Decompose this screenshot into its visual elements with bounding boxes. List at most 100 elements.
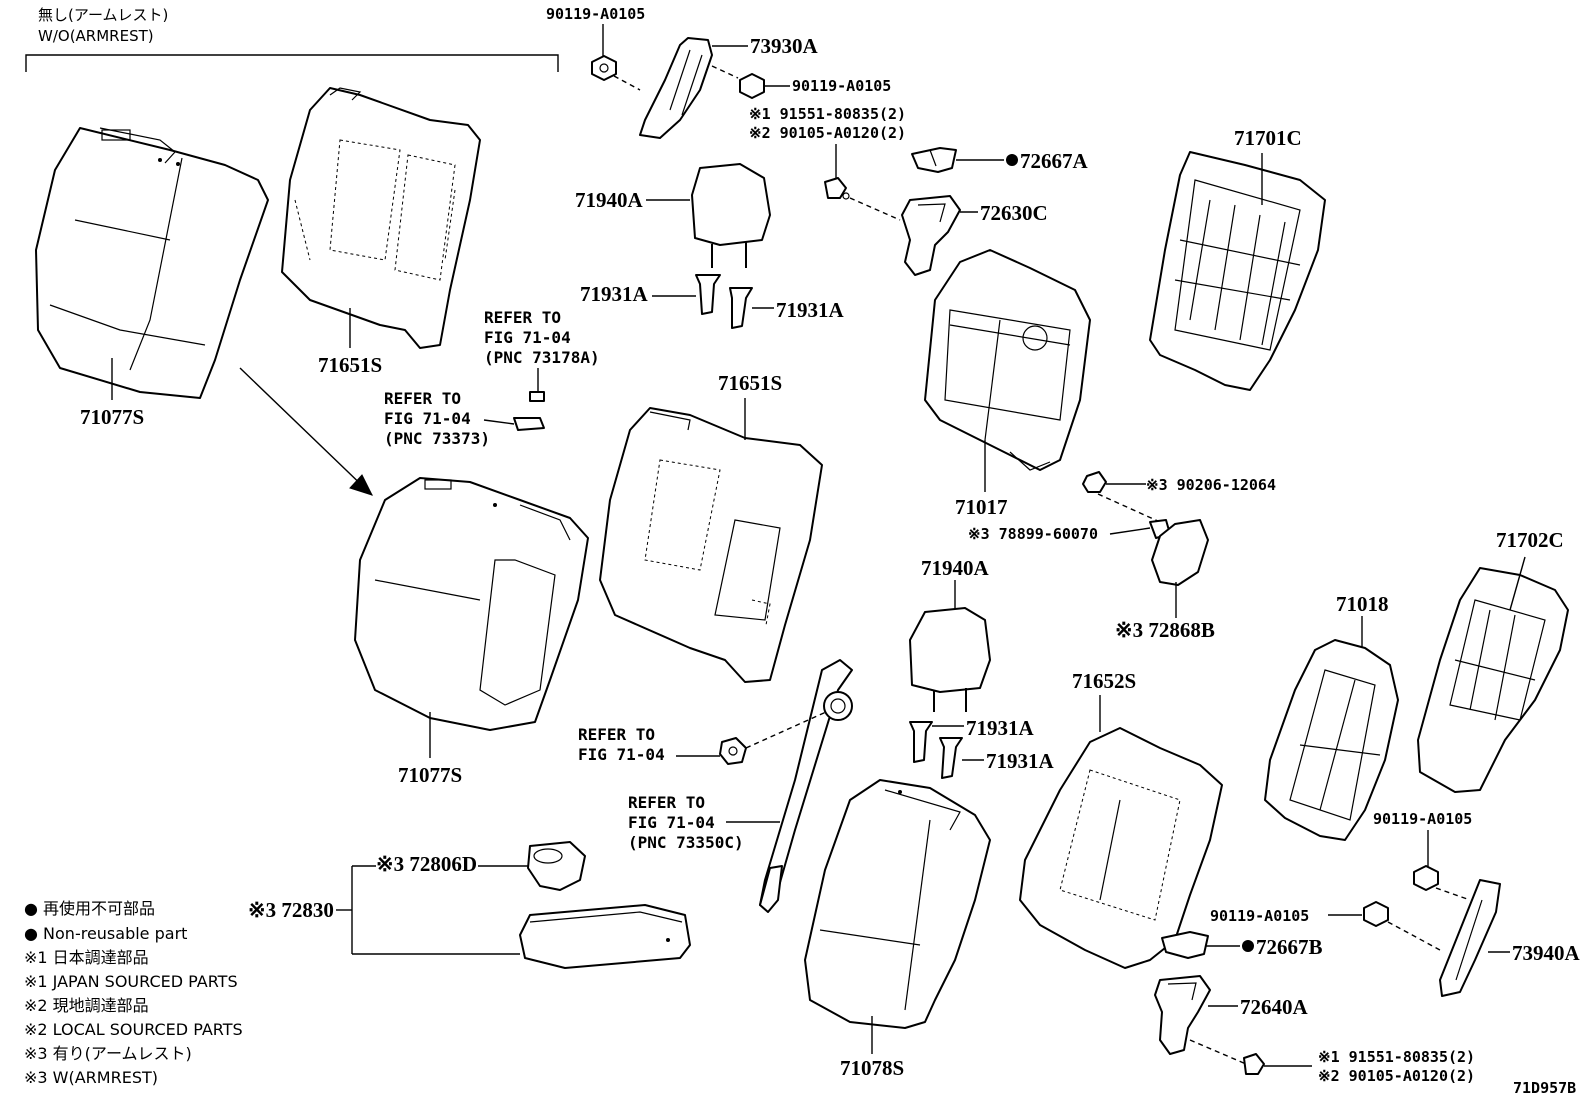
legend-note2-en: ※2 LOCAL SOURCED PARTS (24, 1020, 243, 1039)
seatback-pad-71077s-top (35, 127, 269, 399)
part-number-71077s-top: 71077S (80, 405, 144, 429)
seat-cushion-71078s (804, 779, 991, 1029)
part-number-72868b: ※3 72868B (1115, 618, 1215, 642)
screw-top (824, 177, 850, 200)
part-number-71702c: 71702C (1496, 528, 1564, 552)
variant-header: 無し(アームレスト) W/O(ARMREST) (25, 6, 559, 72)
part-number-72667b: 72667B (1256, 935, 1323, 959)
part-number-71077s-mid: 71077S (398, 763, 462, 787)
part-number-71931a-left-top: 71931A (580, 282, 649, 306)
ref-block-73373: REFER TO FIG 71-04 (PNC 73373) (384, 389, 545, 448)
part-number-71701c: 71701C (1234, 126, 1302, 150)
part-number-73930a: 73930A (750, 34, 819, 58)
bolt-90119-lr2 (1363, 901, 1389, 927)
ref3-line2: FIG 71-04 (578, 745, 665, 764)
bolt-90119-right (739, 73, 765, 99)
part-number-72630c: 72630C (980, 201, 1048, 225)
legend-nonreusable-en: ● Non-reusable part (24, 924, 187, 943)
part-number-71931a-b: 71931A (986, 749, 1055, 773)
seatback-pad-71077s-mid (354, 477, 589, 731)
guide-71931a-top-right (729, 287, 753, 329)
guide-71931a-top-left (695, 274, 721, 315)
seatback-frame-71018 (1264, 639, 1399, 841)
part-number-71931a-a: 71931A (966, 716, 1035, 740)
non-reusable-dot-72667a (1006, 154, 1018, 166)
seatbelt-assembly (759, 659, 853, 913)
variant-bracket (25, 54, 559, 72)
legend: ● 再使用不可部品 ● Non-reusable part ※1 日本調達部品 … (24, 899, 243, 1087)
part-number-90119-a0105-top: 90119-A0105 (546, 5, 645, 23)
ref-block-73178a: REFER TO FIG 71-04 (PNC 73178A) (484, 308, 600, 402)
ref1-line1: REFER TO (484, 308, 561, 327)
bolt-90119-top (591, 55, 617, 81)
legend-note3-jp: ※3 有り(アームレスト) (24, 1044, 192, 1063)
ref1-line2: FIG 71-04 (484, 328, 571, 347)
headrest-71940a-mid (909, 607, 991, 712)
part-number-72667a: 72667A (1020, 149, 1089, 173)
part-number-71018: 71018 (1336, 592, 1389, 616)
legend-note1-jp: ※1 日本調達部品 (24, 948, 149, 967)
part-number-90119-a0105-lr1: 90119-A0105 (1373, 810, 1472, 828)
part-number-72806d: ※3 72806D (376, 852, 477, 876)
cover-72667a (911, 147, 957, 173)
ref4-line2: FIG 71-04 (628, 813, 715, 832)
guide-71931a-mid-left (909, 721, 933, 763)
seatback-cover-71651s-mid (599, 407, 823, 683)
note-90105-top: ※2 90105-A0120(2) (749, 124, 906, 142)
headrest-71940a-top (691, 163, 771, 268)
part-number-90206-12064: ※3 90206-12064 (1146, 476, 1276, 494)
nut-90206 (1082, 471, 1107, 493)
part-number-90119-a0105-right: 90119-A0105 (792, 77, 891, 95)
part-number-71017: 71017 (955, 495, 1008, 519)
part-number-90119-a0105-lr2: 90119-A0105 (1210, 907, 1309, 925)
variant-label-jp: 無し(アームレスト) (38, 6, 168, 24)
legend-note2-jp: ※2 現地調達部品 (24, 996, 149, 1015)
cover-72667b (1161, 931, 1209, 959)
diagram-id: 71D957B (1513, 1079, 1576, 1097)
seatback-frame-71017 (924, 249, 1091, 471)
screw-bottom (1243, 1053, 1265, 1075)
part-number-78899-60070: ※3 78899-60070 (968, 525, 1098, 543)
note-90105-bottom: ※2 90105-A0120(2) (1318, 1067, 1475, 1085)
part-number-71078s: 71078S (840, 1056, 904, 1080)
ref2-line1: REFER TO (384, 389, 461, 408)
non-reusable-dot-72667b (1242, 940, 1254, 952)
cover-72868b (1151, 519, 1209, 586)
part-number-71931a-right-top: 71931A (776, 298, 845, 322)
cushion-cover-71652s (1019, 727, 1223, 969)
part-number-71652s: 71652S (1072, 669, 1136, 693)
lock-73940a (1439, 879, 1501, 997)
board-71701c (1149, 151, 1326, 391)
part-number-71651s-mid: 71651S (718, 371, 782, 395)
part-number-71940a-top: 71940A (575, 188, 644, 212)
bolt-90119-lr1 (1413, 865, 1439, 891)
cup-holder-72806d (527, 841, 586, 891)
part-number-73940a: 73940A (1512, 941, 1581, 965)
ref3-line1: REFER TO (578, 725, 655, 744)
part-number-71940a-mid: 71940A (921, 556, 990, 580)
part-number-72830: ※3 72830 (248, 898, 334, 922)
ref2-line3: (PNC 73373) (384, 429, 490, 448)
guide-71931a-mid-right (939, 737, 963, 779)
seatback-cover-71651s-top (281, 87, 481, 349)
armrest-bracket-line (351, 865, 520, 955)
legend-nonreusable-jp: ● 再使用不可部品 (24, 899, 155, 918)
bracket-72630c (901, 195, 961, 276)
lock-73930a (639, 37, 713, 139)
ref4-line1: REFER TO (628, 793, 705, 812)
assembly-arrow (239, 367, 373, 496)
bolt-seatbelt (719, 737, 747, 765)
board-71702c (1417, 567, 1569, 793)
ref1-line3: (PNC 73178A) (484, 348, 600, 367)
armrest-72830 (519, 904, 691, 969)
part-number-71651s-top: 71651S (318, 353, 382, 377)
legend-note3-en: ※3 W(ARMREST) (24, 1068, 158, 1087)
ref4-line3: (PNC 73350C) (628, 833, 744, 852)
part-number-72640a: 72640A (1240, 995, 1309, 1019)
bracket-72640a (1154, 975, 1211, 1055)
note-91551-bottom: ※1 91551-80835(2) (1318, 1048, 1475, 1066)
ref2-line2: FIG 71-04 (384, 409, 471, 428)
note-91551-top: ※1 91551-80835(2) (749, 105, 906, 123)
legend-note1-en: ※1 JAPAN SOURCED PARTS (24, 972, 238, 991)
